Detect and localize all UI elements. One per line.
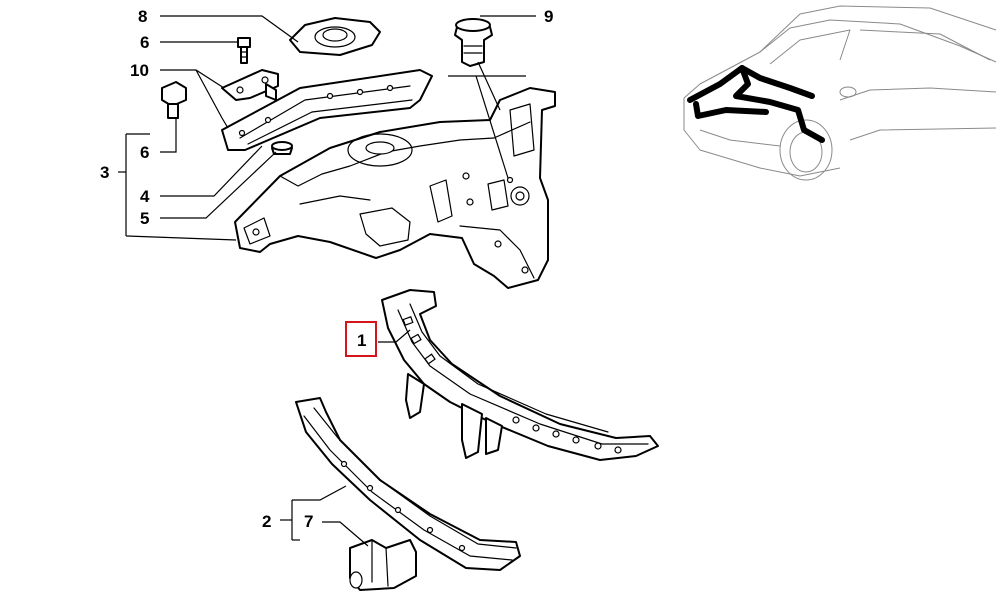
part-8-mount-cap: [289, 17, 381, 56]
part-3-wheelhouse: [234, 87, 556, 289]
label-6-bolt: 6: [140, 143, 149, 162]
part-6-bolt: [161, 81, 187, 119]
label-9: 9: [544, 7, 553, 26]
label-2: 2: [262, 512, 271, 531]
part-7-block: [349, 539, 417, 591]
part-2-lower-crossmember: [295, 397, 521, 571]
part-6-screw-top: [237, 37, 251, 64]
label-4: 4: [140, 187, 150, 206]
part-1-crossmember: [381, 289, 659, 461]
part-10-bracket: [221, 69, 279, 101]
part-4-upper-rail: [221, 69, 433, 151]
label-1-highlight-box: [345, 321, 377, 357]
leader-lines: [118, 15, 536, 547]
part-9-plug: [454, 18, 493, 67]
callout-labels: 8 9 6 10 6 3 4 5 1 2 7: [100, 7, 553, 531]
label-10: 10: [130, 61, 149, 80]
label-3: 3: [100, 163, 109, 182]
label-8: 8: [138, 7, 147, 26]
label-1: 1: [357, 331, 366, 350]
label-6-top: 6: [140, 33, 149, 52]
car-overview-thumbnail: [683, 5, 997, 181]
label-7: 7: [304, 512, 313, 531]
label-5: 5: [140, 209, 149, 228]
